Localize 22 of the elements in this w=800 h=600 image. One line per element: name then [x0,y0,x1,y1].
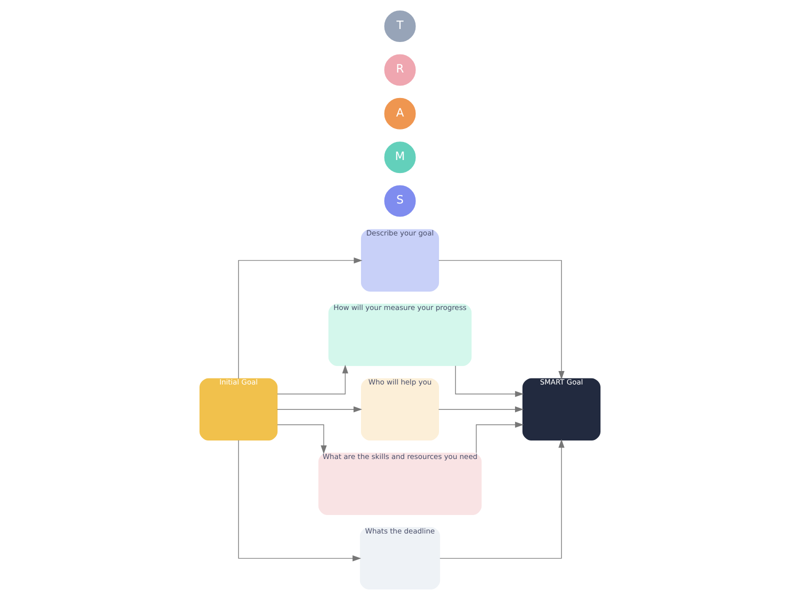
node-circle: M [384,142,416,174]
arrow [476,422,524,454]
node-circle: A [384,98,416,130]
arrow [238,257,362,379]
node-box: Initial Goal [200,378,278,441]
node-box: SMART Goal [522,378,600,441]
arrow [455,365,524,397]
arrow [440,439,564,559]
node-circle: S [384,185,416,217]
node-circle: T [384,10,416,42]
node-box: How will your measure your progress [328,304,472,366]
node-box: Describe your goal [360,229,440,292]
node-box: Whats the deadline [360,527,440,590]
arrow [438,406,524,412]
node-box: Who will help you [360,378,440,441]
node-circle: R [384,54,416,86]
arrow [277,424,327,454]
arrow [238,440,362,562]
node-box: What are the skills and resources you need [318,452,482,515]
arrow [276,406,362,412]
arrow [438,260,564,380]
arrow [277,364,348,394]
